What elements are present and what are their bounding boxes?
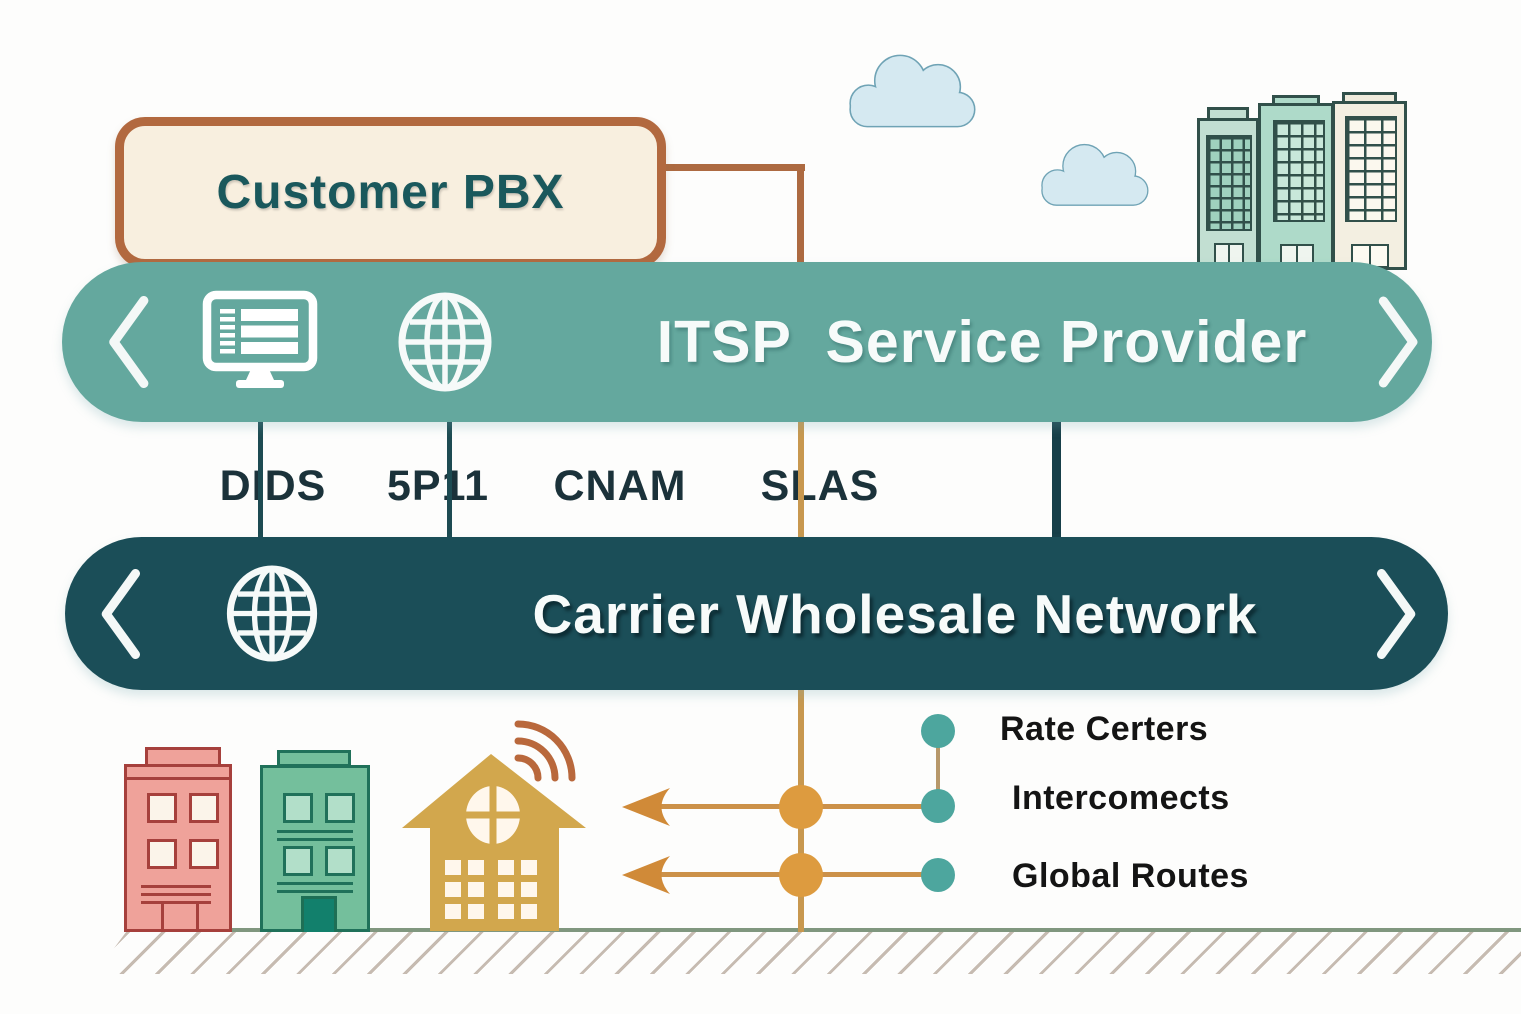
building-green xyxy=(260,750,374,933)
window xyxy=(147,793,177,823)
city-building xyxy=(1332,101,1407,270)
city-building xyxy=(1258,103,1334,270)
wifi-icon xyxy=(514,720,576,782)
globe-icon xyxy=(398,292,492,392)
chevron-left-icon xyxy=(109,296,149,388)
service-label-cnam: CNAM xyxy=(553,462,687,510)
door xyxy=(161,901,199,929)
window xyxy=(283,846,313,876)
link-line-5p11 xyxy=(447,420,452,540)
facade-line xyxy=(277,830,353,833)
chevron-left-icon xyxy=(101,569,140,659)
window xyxy=(147,839,177,869)
link-line-dids xyxy=(258,420,263,540)
arrowhead-icon xyxy=(622,856,670,894)
facade-line xyxy=(141,885,211,888)
service-label-slas: SLAS xyxy=(760,462,880,510)
chevron-right-icon xyxy=(1378,296,1418,388)
window xyxy=(189,793,219,823)
carrier-banner-label: Carrier Wholesale Network xyxy=(532,582,1258,645)
customer-pbx-box: Customer PBX xyxy=(115,117,666,268)
building-body xyxy=(124,764,232,932)
building-pink xyxy=(124,747,238,933)
link-line-right xyxy=(1052,420,1061,540)
arrowhead-icon xyxy=(622,788,670,826)
junction-dot xyxy=(779,853,823,897)
legend-item-global-routes: Global Routes xyxy=(1012,857,1249,895)
junction-dot xyxy=(779,785,823,829)
window xyxy=(189,839,219,869)
grid-window xyxy=(445,860,537,919)
monitor-icon xyxy=(202,290,318,388)
legend-connector-vertical xyxy=(936,732,940,807)
pbx-connector-vertical xyxy=(797,164,804,269)
cloud-icon xyxy=(849,54,976,128)
window xyxy=(283,793,313,823)
ground-strip xyxy=(95,928,1521,974)
carrier-banner: Carrier Wholesale Network xyxy=(65,537,1448,690)
door xyxy=(301,896,337,932)
pbx-connector-horizontal xyxy=(645,164,805,171)
building-body xyxy=(260,765,370,932)
city-skyline xyxy=(1190,85,1420,270)
globe-icon xyxy=(226,565,318,662)
itsp-banner: ITSP Service Provider xyxy=(62,262,1432,422)
window xyxy=(325,793,355,823)
legend-dot xyxy=(921,858,955,892)
service-label-dids: DIDS xyxy=(219,462,327,510)
legend-dot xyxy=(921,789,955,823)
legend-item-interconnects: Intercomects xyxy=(1012,779,1230,817)
cloud-icon xyxy=(1041,143,1149,206)
facade-line xyxy=(277,838,353,841)
window-grid xyxy=(1273,120,1325,222)
city-building xyxy=(1197,118,1259,270)
facade-line xyxy=(277,882,353,885)
window xyxy=(325,846,355,876)
house xyxy=(402,754,586,931)
facade-line xyxy=(277,890,353,893)
chevron-right-icon xyxy=(1377,569,1416,659)
itsp-banner-label: ITSP Service Provider xyxy=(656,309,1308,375)
cornice-line xyxy=(127,777,229,780)
window-grid xyxy=(1345,116,1397,222)
window-grid xyxy=(1206,135,1252,231)
legend-item-rate-centers: Rate Certers xyxy=(1000,710,1209,748)
service-label-5p11: 5P11 xyxy=(386,462,490,510)
customer-pbx-label: Customer PBX xyxy=(216,166,565,219)
legend-dot xyxy=(921,714,955,748)
facade-line xyxy=(141,893,211,896)
